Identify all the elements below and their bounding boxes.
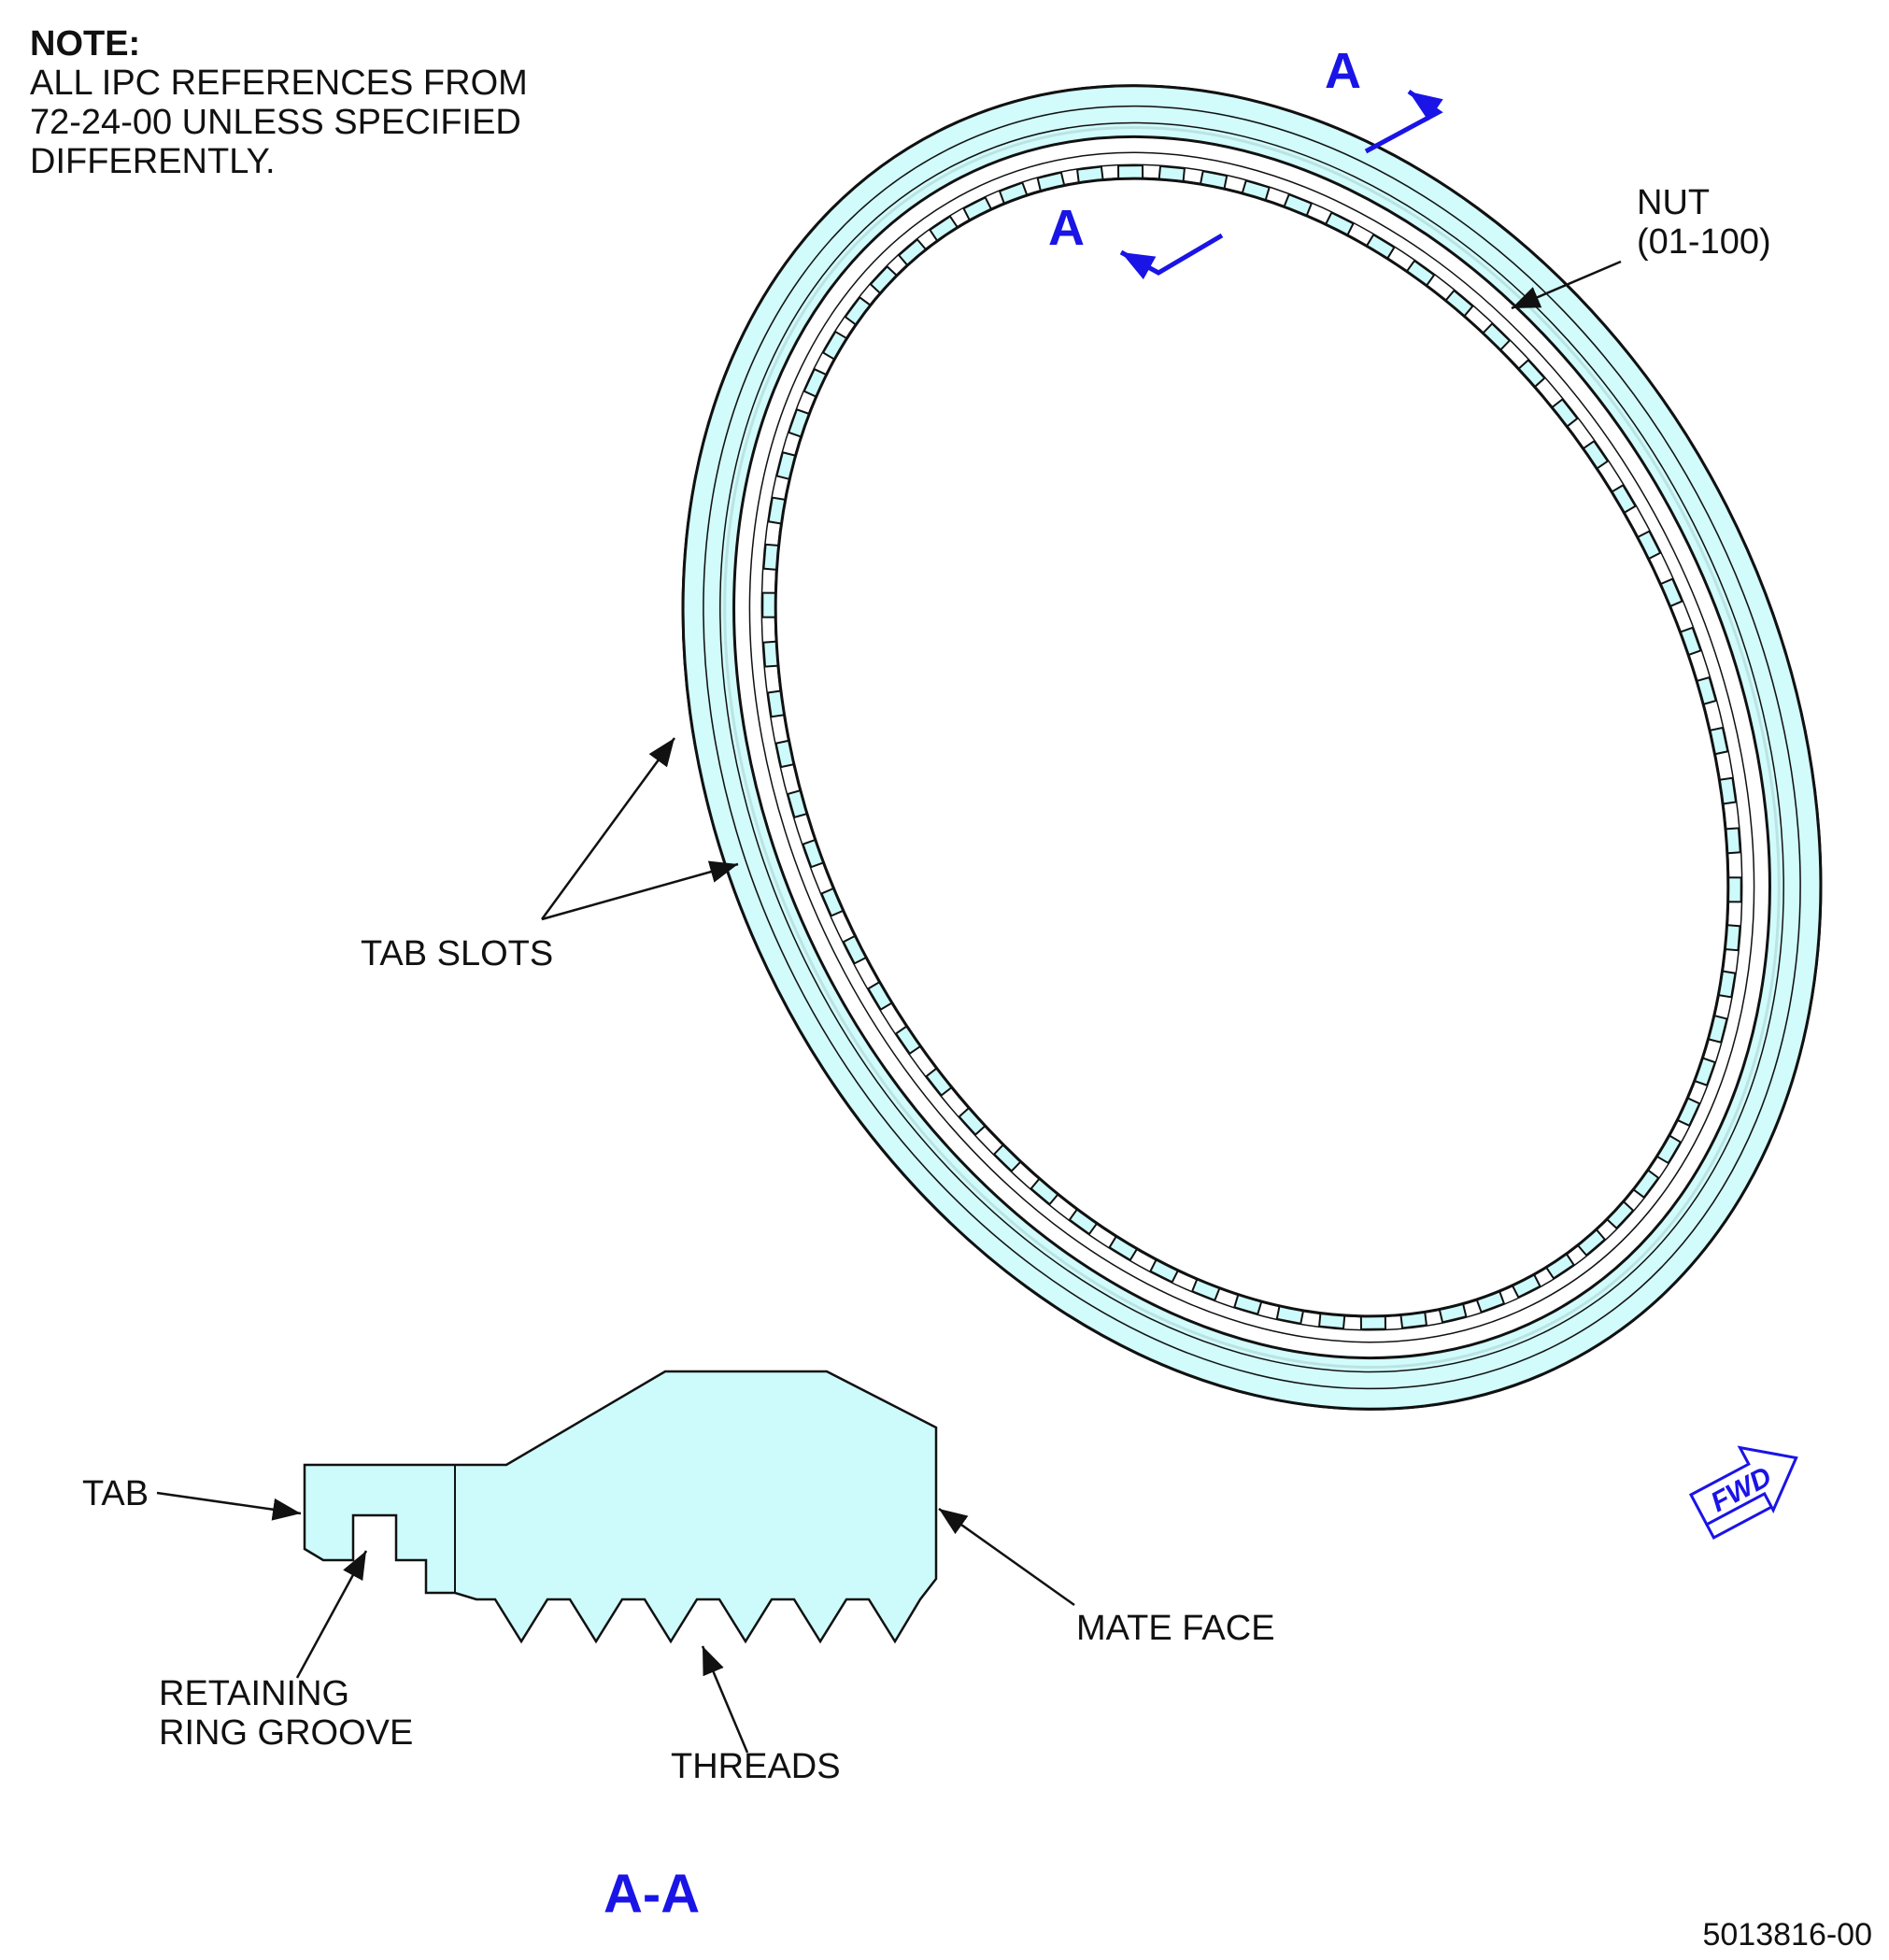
section-letter-upper: A	[1325, 43, 1361, 99]
tab-label: TAB	[82, 1474, 149, 1513]
section-letter-lower: A	[1048, 200, 1085, 256]
note-line-1: ALL IPC REFERENCES FROM	[30, 64, 528, 103]
nut-inner-rim	[774, 177, 1730, 1318]
section-cut-mark-upper: A	[1325, 43, 1443, 154]
section-title: A-A	[604, 1864, 701, 1924]
tab-slots-leader-1	[540, 737, 676, 920]
threads-label: THREADS	[671, 1747, 841, 1786]
fwd-arrow-icon: FWD	[1688, 1445, 1798, 1540]
nut-label-line2: (01-100)	[1637, 222, 1771, 262]
retaining-label-line2: RING GROOVE	[159, 1713, 414, 1753]
mate-face-label: MATE FACE	[1076, 1609, 1275, 1648]
section-cut-mark-lower: A	[1048, 200, 1224, 280]
note-line-2: 72-24-00 UNLESS SPECIFIED	[30, 103, 521, 142]
tab-leader	[156, 1491, 302, 1521]
nut-ring-band	[681, 84, 1823, 1411]
nut-leader	[1511, 260, 1622, 310]
nut-label-line1: NUT	[1637, 183, 1711, 222]
retaining-ring-groove-label: RETAINING RING GROOVE	[159, 1674, 413, 1753]
tab-slots-leader-2	[541, 860, 739, 921]
note-block: NOTE: ALL IPC REFERENCES FROM 72-24-00 U…	[30, 24, 528, 181]
section-profile	[303, 1370, 938, 1644]
mate-face-leader	[938, 1507, 1075, 1607]
nut-label: NUT (01-100)	[1637, 183, 1771, 262]
retaining-label-line1: RETAINING	[159, 1674, 350, 1713]
threads-leader	[701, 1645, 749, 1754]
note-heading: NOTE:	[30, 24, 141, 64]
retaining-ring-groove-leader	[295, 1550, 368, 1679]
note-line-3: DIFFERENTLY.	[30, 142, 276, 181]
tab-slots-label: TAB SLOTS	[361, 934, 554, 973]
figure-id: 5013816-00	[1702, 1917, 1872, 1953]
